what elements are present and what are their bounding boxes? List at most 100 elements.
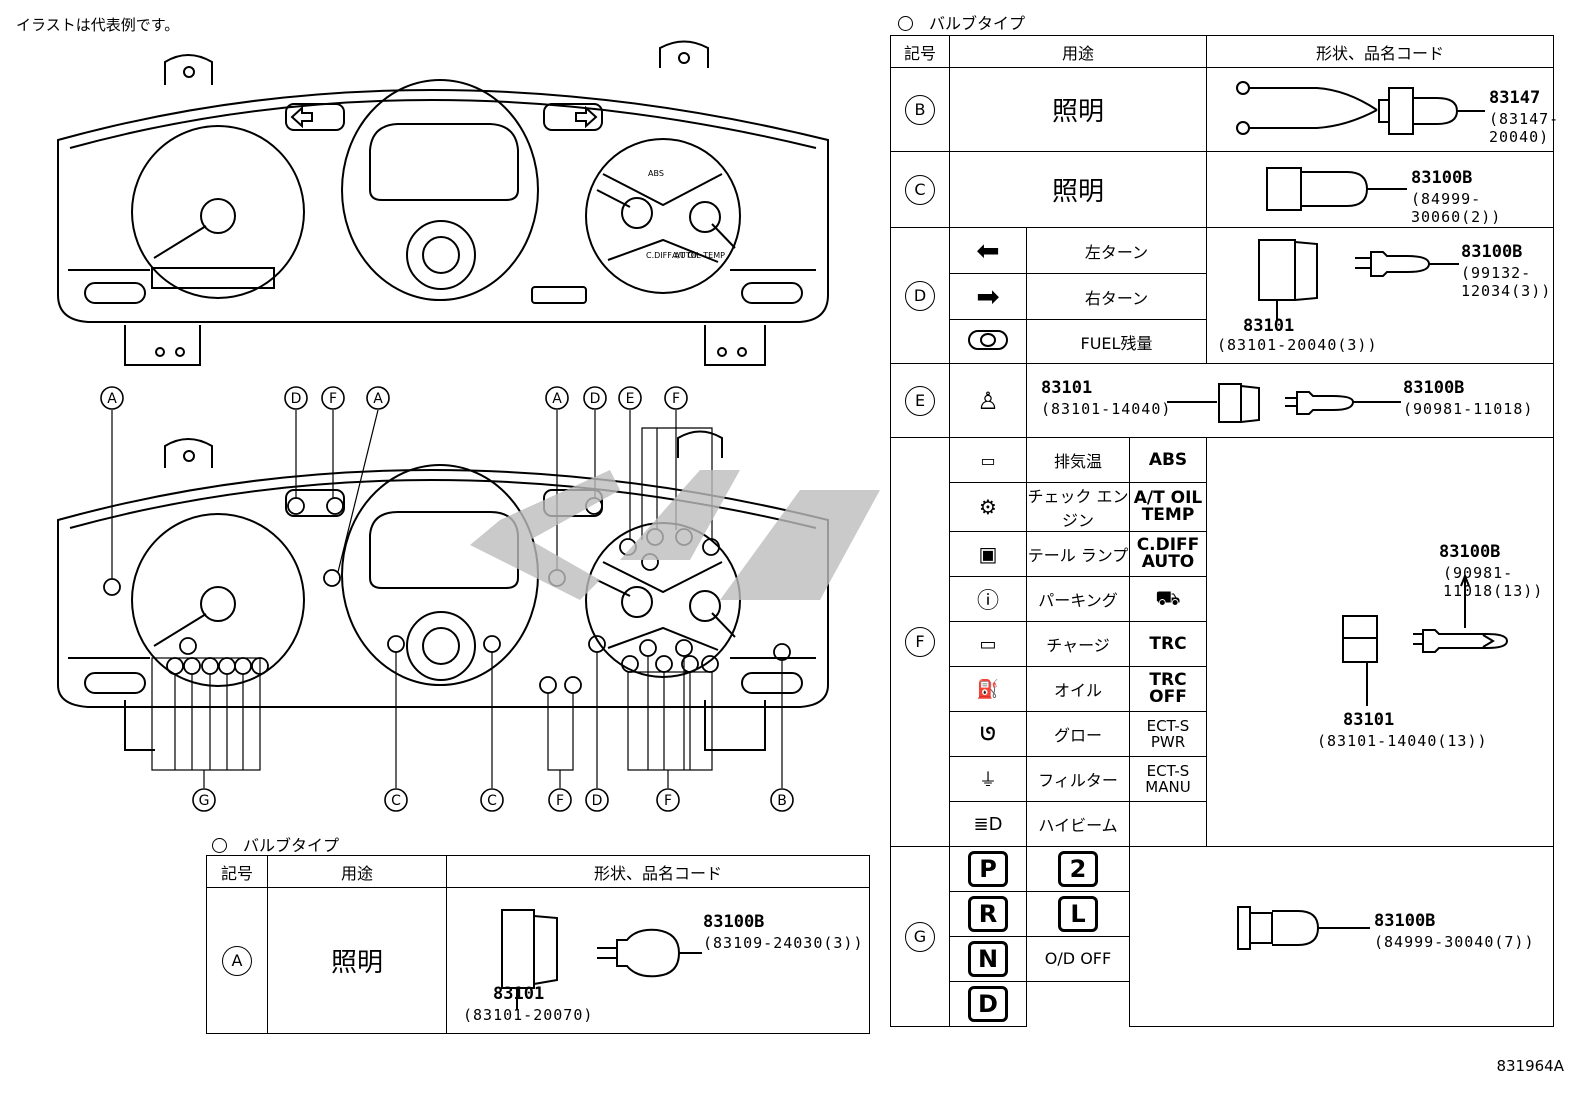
socket-code-e: (83101-14040) [1041,400,1172,418]
seatbelt-icon: ♙ [949,363,1027,438]
glow-plug-icon: ᘎ [949,711,1027,757]
bulb-g-drawing [1237,906,1370,950]
callout-top-2-circle [321,386,345,410]
cluster-top-view [57,40,829,366]
callout-bottom-6-circle [770,788,794,812]
callout-bottom-1: C [391,793,401,809]
bulb-pn-a: 83100B [703,912,765,932]
use-d-left-turn: 左ターン [1026,227,1207,274]
symbol-b: B [905,94,935,125]
use-c: 照明 [949,151,1207,228]
socket-pn-e: 83101 [1041,378,1093,398]
symbol-g: G [905,921,935,952]
use-f-2: テール ランプ [1026,531,1130,577]
symbol-f: F [905,627,935,657]
shape-cell-b: 83147 (83147-20040) [1206,67,1558,152]
bulb-table-left: 記号 用途 形状、品名コード A 照明 83100B (83109-24030(… [206,855,870,1034]
gear-r: R [968,896,1008,932]
callout-bottom-4: D [592,793,603,809]
callout-bottom-2: C [487,793,497,809]
use-f-0: 排気温 [1026,437,1130,483]
callout-bottom-1-circle [384,788,408,812]
cluster-label-cdiff: C.DIFF AUTO [646,251,697,260]
cluster-label-atoil: A/T OIL TEMP [672,251,725,260]
left-table-title: バルブタイプ [212,832,339,856]
callout-bottom-3: F [556,793,564,809]
callout-top-6: E [626,391,635,407]
header-shape-code: 形状、品名コード [1206,35,1554,68]
callout-top-7: F [672,391,680,407]
illustration-note: イラストは代表例です。 [16,16,180,34]
gear-d: D [968,986,1008,1022]
callout-bottom-2-circle [480,788,504,812]
shape-cell-d: 83100B (99132-12034(3)) 83101 (83101-200… [1206,227,1554,364]
header-use: 用途 [267,855,447,888]
callout-bottom-0-circle [192,788,216,812]
bulb-pn-g: 83100B [1374,911,1436,931]
cluster-bulb-layout-view [57,409,829,788]
header-shape-code: 形状、品名コード [446,855,870,888]
exhaust-temp-icon: ▭ [949,437,1027,483]
bulb-pn-d: 83100B [1461,242,1523,262]
socket-code-d: (83101-20040(3)) [1217,336,1378,354]
header-use: 用途 [949,35,1207,68]
use-f-8: ハイビーム [1026,801,1130,847]
fuel-indicator-icon [949,319,1027,364]
socket-pn-d: 83101 [1243,316,1295,336]
gear-l: L [1058,896,1098,932]
right-table-title: バルブタイプ [898,10,1025,34]
callout-top-3-circle [366,386,390,410]
shape-cell-f: 83100B (90981-11018(13)) 83101 (83101-14… [1206,437,1554,847]
reference-code: 831964A [1496,1057,1564,1075]
use-d-fuel: FUEL残量 [1026,319,1207,364]
bulb-c-drawing [1266,167,1407,211]
use-f-4: チャージ [1026,621,1130,667]
callout-bottom-5-circle [656,788,680,812]
watermark [470,470,880,600]
bulb-code-f: (90981-11018(13)) [1443,564,1544,600]
callout-top-2: F [329,391,337,407]
battery-charge-icon: ▭ [949,621,1027,667]
socket-bulb-e-drawing [1167,383,1401,423]
door-open-icon: ⛟ [1129,576,1207,622]
socket-code-f: (83101-14040(13)) [1317,732,1488,750]
label-f-1: A/T OIL TEMP [1129,482,1207,532]
symbol-a: A [222,945,252,976]
use-f-5: オイル [1026,666,1130,712]
callout-bottom-3-circle [548,788,572,812]
shape-cell-c: 83100B (84999-30060(2)) [1206,151,1554,228]
socket-code-a: (83101-20070) [463,1006,594,1024]
symbol-c: C [905,174,935,205]
code-b: (83147-20040) [1489,110,1560,146]
bulb-code-d: (99132-12034(3)) [1461,264,1552,300]
callout-top-1: D [291,391,302,407]
header-symbol: 記号 [890,35,950,68]
symbol-e: E [905,385,935,416]
use-f-7: フィルター [1026,756,1130,802]
wire-bulb-b-drawing [1236,81,1485,135]
parking-brake-icon: ⓘ [949,576,1027,622]
label-f-2: C.DIFF AUTO [1129,531,1207,577]
callout-bottom-4-circle [585,788,609,812]
callout-bottom-6: B [777,793,787,809]
callout-top-3: A [373,391,383,407]
socket-bulb-f-drawing [1342,573,1509,706]
right-turn-icon: ➡ [949,273,1027,320]
code-c: (84999-30060(2)) [1411,190,1502,226]
gear-p: P [968,851,1008,887]
cluster-label-abs: ABS [648,169,664,178]
callout-top-4: A [552,391,562,407]
callout-top-5-circle [583,386,607,410]
socket-bulb-a-drawing [501,909,702,1010]
callout-bottom-5: F [664,793,672,809]
left-turn-icon: ⬅ [949,227,1027,274]
callout-top-7-circle [664,386,688,410]
pn-b: 83147 [1489,88,1541,108]
symbol-d: D [905,280,935,311]
bulb-pn-f: 83100B [1439,542,1501,562]
label-f-8 [1129,801,1207,847]
fuel-filter-icon: ⏚ [949,756,1027,802]
label-f-0: ABS [1129,437,1207,483]
bulb-code-g: (84999-30040(7)) [1374,933,1535,951]
